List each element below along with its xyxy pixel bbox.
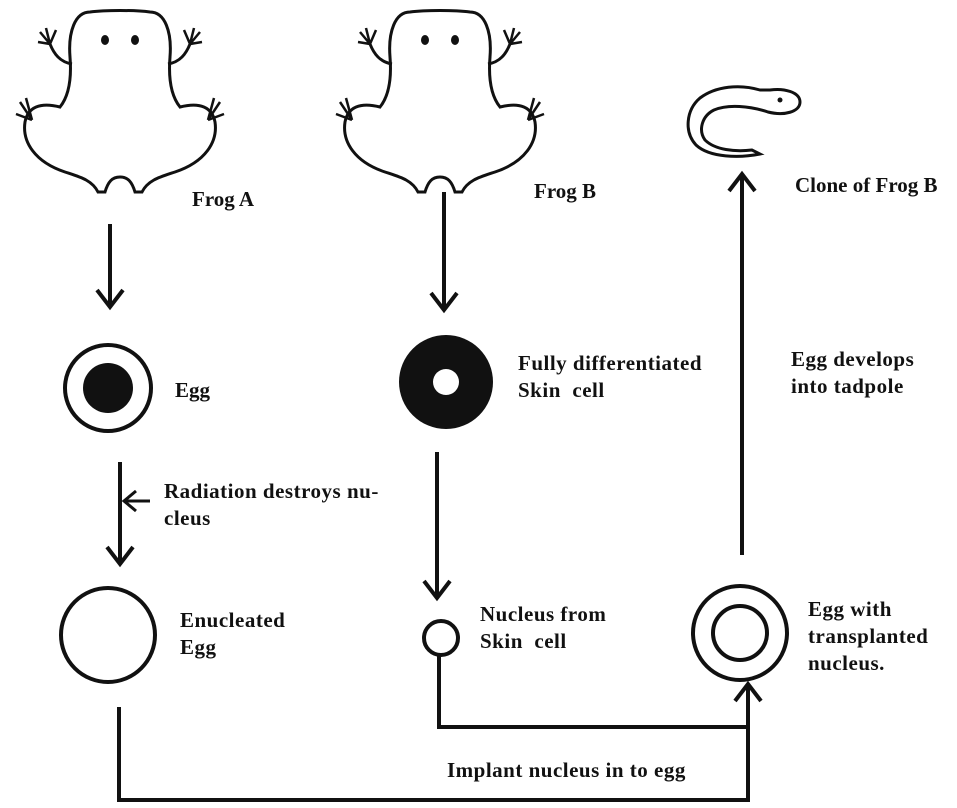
label-egg: Egg [175,377,210,404]
label-skin-cell: Fully differentiated Skin cell [518,350,702,404]
label-radiation-line-1: Radiation destroys nu- [164,478,379,505]
radiation-pointer [124,491,150,511]
label-tadpole-step: Egg develops into tadpole [791,346,914,400]
arrow-skin-cell-to-nucleus [424,452,450,598]
skin-cell-drawing [399,335,493,429]
label-transplanted: Egg with transplanted nucleus. [808,596,928,677]
label-nucleus-line-1: Nucleus from [480,601,606,628]
label-enucleated-line-1: Enucleated [180,607,285,634]
arrow-frog-b-to-skin-cell [431,192,457,310]
tadpole-drawing [688,87,800,157]
arrow-egg-to-enucleated [107,462,133,564]
arrow-frog-a-to-egg [97,224,123,307]
label-transplanted-line-3: nucleus. [808,650,928,677]
label-transplanted-line-1: Egg with [808,596,928,623]
label-skin-cell-line-1: Fully differentiated [518,350,702,377]
enucleated-egg-drawing [61,588,155,682]
label-nucleus-line-2: Skin cell [480,628,606,655]
label-radiation: Radiation destroys nu- cleus [164,478,379,532]
label-nucleus: Nucleus from Skin cell [480,601,606,655]
label-enucleated: Enucleated Egg [180,607,285,661]
label-tadpole-step-line-1: Egg develops [791,346,914,373]
label-enucleated-line-2: Egg [180,634,285,661]
nucleus-drawing [424,621,458,655]
frog-b-drawing [336,11,544,193]
arrow-egg-to-tadpole [729,174,755,555]
egg-drawing [65,345,151,431]
label-tadpole-step-line-2: into tadpole [791,373,914,400]
arrow-nucleus-to-transplanted-egg [439,656,748,727]
label-implant: Implant nucleus in to egg [447,757,686,784]
label-skin-cell-line-2: Skin cell [518,377,702,404]
frog-a-drawing [16,11,224,193]
transplanted-egg-drawing [693,586,787,680]
label-transplanted-line-2: transplanted [808,623,928,650]
label-clone: Clone of Frog B [795,172,938,199]
label-frog-a: Frog A [192,186,254,213]
label-radiation-line-2: cleus [164,505,379,532]
label-frog-b: Frog B [534,178,596,205]
